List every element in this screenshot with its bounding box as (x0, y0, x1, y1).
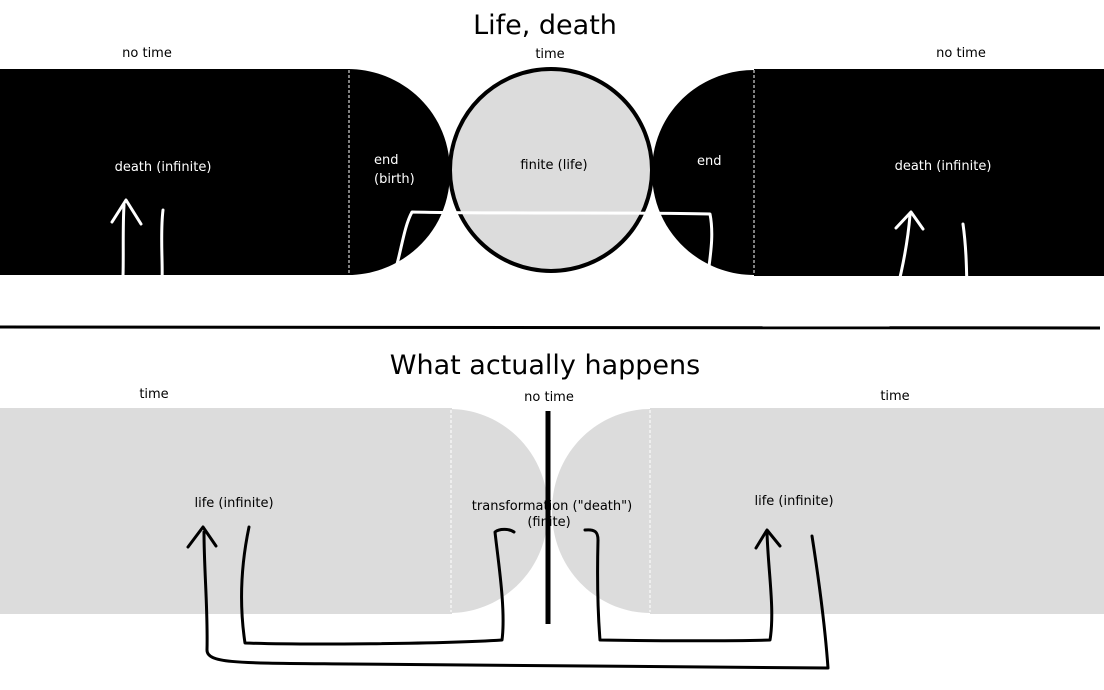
bottom-title: What actually happens (390, 350, 700, 381)
top-right-outer-line (961, 222, 970, 317)
top-right-region-label: death (infinite) (895, 159, 992, 174)
top-right-end-label: end (697, 154, 722, 169)
top-right-arrow-head (894, 210, 925, 231)
top-center-region-label: finite (life) (520, 158, 587, 173)
top-left-region-label: death (infinite) (115, 160, 212, 175)
bottom-hand-arrows (186, 525, 830, 670)
bottom-left-life-region (0, 408, 452, 614)
bottom-center-label-line2: (finite) (527, 515, 570, 530)
top-center-time-label: time (535, 47, 564, 62)
bottom-right-arrow-head (754, 528, 782, 550)
top-left-end-label-line2: (birth) (374, 172, 415, 187)
panel-divider (0, 325, 1101, 330)
bottom-left-half-round (450, 409, 548, 613)
bottom-center-time-label: no time (524, 390, 574, 405)
top-right-death-region (754, 69, 1104, 276)
bottom-center-label-line1: transformation ("death") (472, 499, 632, 514)
bottom-left-arrow-head (186, 525, 218, 549)
bottom-left-outer-loop (202, 530, 830, 670)
bottom-panel: What actually happens time no time time … (0, 350, 1104, 670)
bottom-left-time-label: time (139, 387, 168, 402)
top-left-death-region (0, 69, 350, 275)
bottom-right-region-label: life (infinite) (754, 494, 833, 509)
bottom-right-half-round (552, 409, 650, 613)
top-hand-arrows (110, 198, 970, 317)
top-left-end-cap (348, 69, 450, 275)
top-left-arrow-head (110, 198, 143, 226)
top-right-end-cap (652, 70, 754, 275)
top-left-return-line (160, 208, 912, 293)
top-title: Life, death (473, 10, 617, 41)
bottom-left-inner-line (240, 525, 516, 646)
top-life-circle (448, 67, 654, 273)
bottom-right-inner-line (583, 528, 774, 643)
bottom-right-time-label: time (880, 389, 909, 404)
top-left-arrow-shaft (119, 203, 970, 317)
top-panel: Life, death no time time no time death (… (0, 10, 1104, 317)
top-right-time-label: no time (936, 46, 986, 61)
top-left-end-label-line1: end (374, 153, 399, 168)
top-left-time-label: no time (122, 46, 172, 61)
bottom-left-region-label: life (infinite) (194, 496, 273, 511)
bottom-right-life-region (650, 408, 1104, 614)
